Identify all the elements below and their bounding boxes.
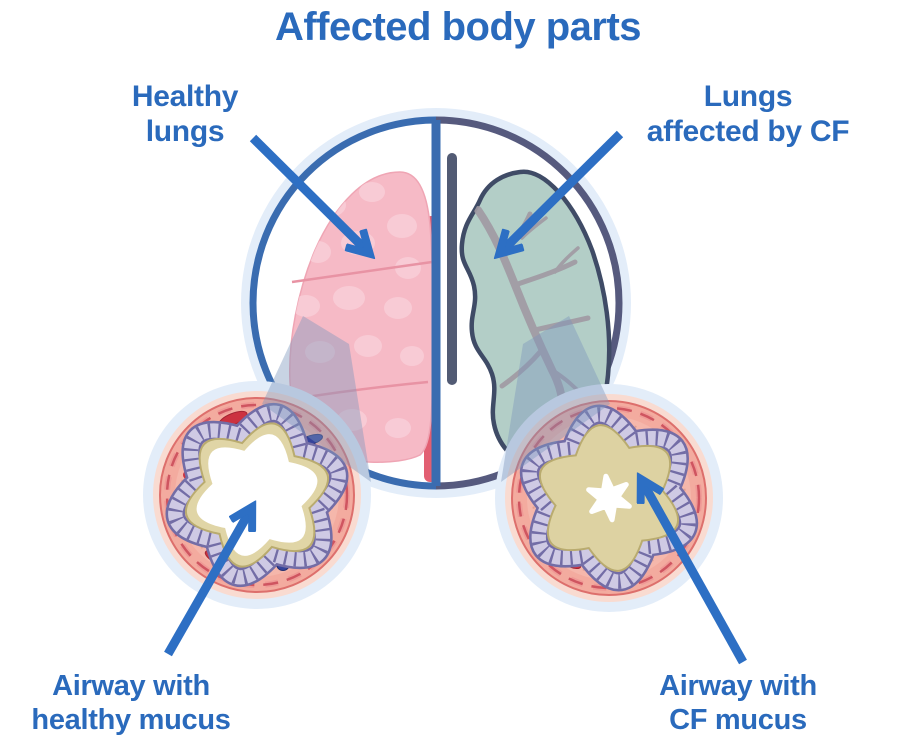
epithelium-and-mucus [523, 404, 696, 592]
label-airway-cf-line2: CF mucus [669, 703, 807, 736]
arrow-cf-airway [642, 481, 747, 665]
pointer-arrows [164, 130, 747, 665]
airway-cf-illustration [495, 384, 723, 612]
magnifier-beam-left [262, 316, 371, 482]
muscle-ring-dark [517, 406, 701, 590]
label-airway-healthy-line2: healthy mucus [31, 703, 231, 736]
label-airway-cf-mucus: Airway with CF mucus [617, 670, 859, 737]
airway-healthy-illustration [143, 381, 371, 609]
center-divider-line [431, 120, 441, 486]
magnifier-beam-right [501, 316, 610, 482]
label-cf-lungs-line1: Lungs [703, 80, 793, 113]
label-cf-lungs-line2: affected by CF [646, 114, 850, 148]
lung-fissure-upper [291, 260, 433, 284]
label-airway-healthy-mucus: Airway with healthy mucus [10, 670, 252, 737]
narrowed-airway-lumen-star [586, 473, 632, 523]
label-airway-cf-line1: Airway with [659, 670, 817, 702]
label-cf-lungs: Lungs affected by CF [612, 80, 884, 150]
cf-trachea-bar [447, 153, 457, 385]
arrow-cf-lungs [501, 130, 624, 252]
arrow-healthy-lungs [249, 134, 368, 252]
arrow-healthy-airway [164, 509, 251, 657]
page-title: Affected body parts [274, 5, 642, 49]
label-healthy-lungs-line2: lungs [145, 114, 225, 148]
label-airway-healthy-line1: Airway with [52, 670, 210, 702]
label-healthy-lungs-line1: Healthy [131, 80, 239, 113]
label-healthy-lungs: Healthy lungs [85, 80, 285, 150]
lung-fissure-lower [299, 380, 429, 400]
muscle-ring-dark [165, 403, 349, 587]
